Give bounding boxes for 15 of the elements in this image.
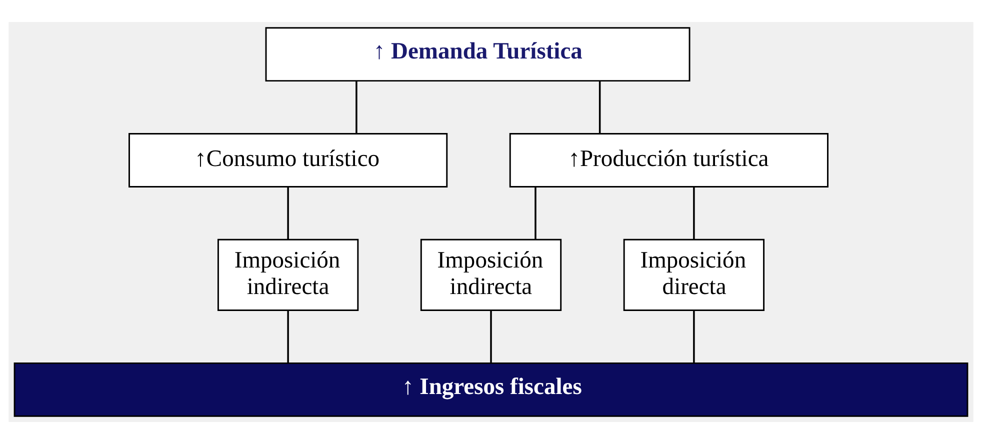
connector — [490, 310, 492, 362]
connector — [534, 186, 536, 239]
node-box: Imposición directa — [623, 238, 765, 310]
connector — [598, 80, 601, 133]
node-box: Imposición indirecta — [420, 238, 562, 310]
connector — [693, 310, 695, 362]
connector — [287, 186, 289, 239]
node-box: ↑ Demanda Turística — [265, 26, 690, 82]
node-box: ↑Consumo turístico — [128, 132, 448, 187]
node-box: ↑ Ingresos fiscales — [14, 362, 968, 416]
connector — [356, 80, 358, 133]
node-box: ↑Producción turística — [509, 132, 828, 187]
connector — [287, 310, 289, 362]
connector — [693, 186, 695, 239]
node-box: Imposición indirecta — [217, 238, 359, 310]
